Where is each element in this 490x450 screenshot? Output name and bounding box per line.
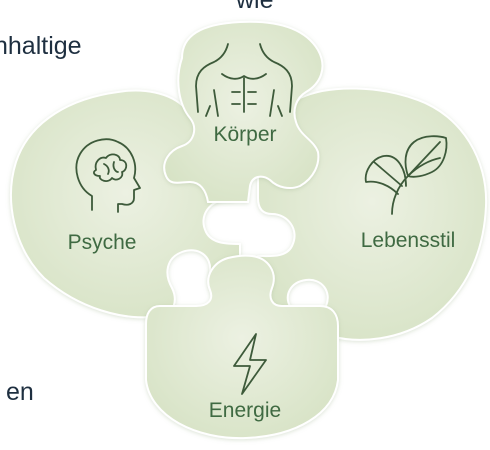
lightning-icon <box>233 333 267 395</box>
piece-label-koerper: Körper <box>213 123 276 146</box>
background-text-line: nhaltige <box>0 32 82 60</box>
puzzle-piece-koerper: Körper <box>163 20 324 203</box>
piece-label-lebensstil: Lebensstil <box>361 229 456 252</box>
puzzle-piece-energie: Energie <box>145 254 339 440</box>
piece-label-energie: Energie <box>209 399 281 422</box>
background-text-line: en <box>6 378 34 406</box>
background-text-line: wie <box>236 0 274 14</box>
brain-head-icon <box>75 138 141 213</box>
torso-icon <box>195 43 293 117</box>
piece-label-psyche: Psyche <box>68 231 137 254</box>
leaves-icon <box>364 135 448 215</box>
